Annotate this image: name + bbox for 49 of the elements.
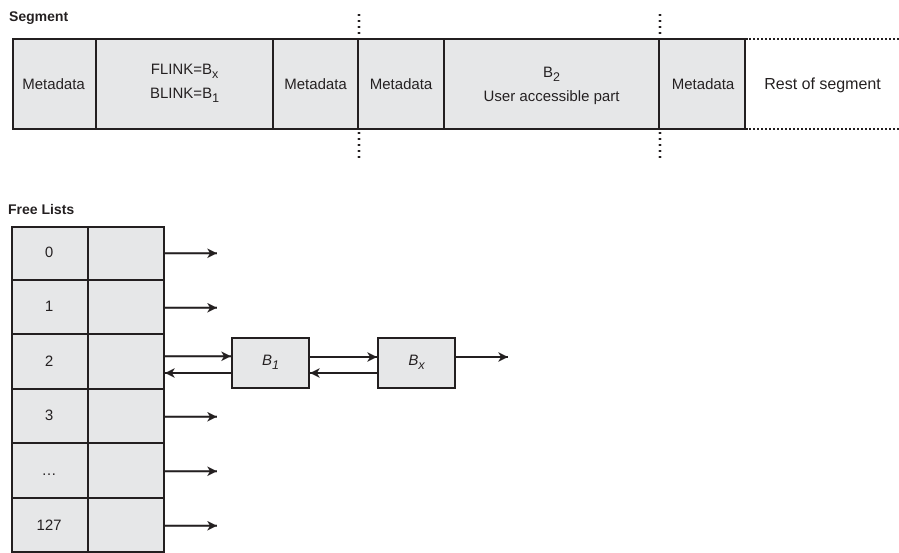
pointer-arrow xyxy=(456,352,508,362)
list-index-label: 127 xyxy=(36,516,62,536)
link-pointer-cell xyxy=(97,38,274,130)
list-index-label: 1 xyxy=(44,297,54,316)
metadata-label: Metadata xyxy=(22,74,85,94)
pointer-arrow xyxy=(310,368,377,378)
section-heading: Segment xyxy=(9,8,68,24)
block-label: B$_{1}$ xyxy=(262,351,279,374)
list-head-pointer-cell xyxy=(89,390,165,444)
list-index-cell xyxy=(11,226,89,280)
segment-label: Rest of segment xyxy=(764,74,881,94)
list-index-cell xyxy=(11,498,89,553)
metadata-cell xyxy=(359,38,445,130)
list-index-cell xyxy=(11,390,89,444)
pointer-arrow xyxy=(165,466,217,476)
list-index-label: 2 xyxy=(44,352,54,371)
block-label: B$_{2}$ xyxy=(543,62,560,86)
list-head-pointer-cell xyxy=(89,498,165,553)
list-index-cell xyxy=(11,280,89,335)
memory-block xyxy=(231,337,310,389)
pointer-arrow xyxy=(310,352,377,362)
section-heading: Free Lists xyxy=(8,201,74,217)
list-index-label: 3 xyxy=(44,406,54,426)
list-index-cell xyxy=(11,335,89,390)
pointer-arrow xyxy=(165,351,231,362)
metadata-label: Metadata xyxy=(284,74,347,94)
block-label: B$_{x}$ xyxy=(408,351,425,374)
metadata-label: Metadata xyxy=(370,74,432,94)
pointer-arrow xyxy=(165,412,217,422)
memory-block xyxy=(377,337,456,389)
link-label: BLINK=B$_{1}$ xyxy=(150,84,220,107)
link-label: FLINK=B$_{x}$ xyxy=(150,60,218,83)
list-head-pointer-cell xyxy=(89,444,165,498)
pointer-arrow xyxy=(165,520,217,531)
list-index-cell xyxy=(11,444,89,498)
list-index-label: … xyxy=(42,460,56,480)
user-data-cell xyxy=(445,38,660,130)
block-label: User accessible part xyxy=(484,86,620,106)
list-head-pointer-cell xyxy=(89,335,165,390)
pointer-arrow xyxy=(165,302,217,313)
metadata-cell xyxy=(12,38,97,130)
metadata-label: Metadata xyxy=(672,74,734,94)
list-head-pointer-cell xyxy=(89,226,165,280)
pointer-arrow xyxy=(165,368,231,378)
metadata-cell xyxy=(660,38,746,130)
pointer-arrow xyxy=(165,248,217,258)
list-index-label: 0 xyxy=(44,242,54,262)
list-head-pointer-cell xyxy=(89,280,165,335)
metadata-cell xyxy=(274,38,359,130)
